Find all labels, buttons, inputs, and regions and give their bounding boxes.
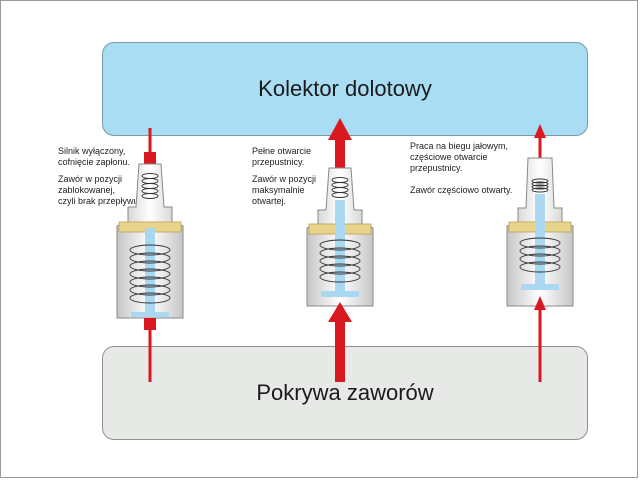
- valve-3-condition-text: Praca na biegu jałowym, częściowe otwarc…: [410, 141, 509, 173]
- valve-1-top-block: [144, 152, 156, 164]
- valve-1-closed: [116, 128, 184, 382]
- valve-2-bottom-arrow-head: [328, 302, 352, 322]
- valve-1-bottom-block: [144, 318, 156, 330]
- valve-2-bottom-arrow-shaft: [335, 320, 345, 382]
- valve-3-upper-spring: [531, 178, 549, 193]
- valve-3-plunger-base: [521, 284, 559, 290]
- valve-1-plunger: [145, 228, 155, 312]
- valve-2-plunger: [335, 200, 345, 292]
- valve-1-state-text: Zawór w pozycji zablokowanej, czyli brak…: [58, 174, 142, 206]
- valve-1-condition-text: Silnik wyłączony, cofnięcie zapłonu.: [58, 146, 131, 167]
- valve-2-up-arrow-head: [328, 118, 352, 140]
- valve-2-lower-spring: [319, 239, 361, 283]
- valve-3-plunger: [535, 194, 545, 286]
- valve-3-partial: [506, 124, 574, 382]
- valve-1-upper-spring: [141, 173, 159, 199]
- valve-1-plunger-base: [131, 312, 169, 317]
- valve-3-up-arrow-head: [534, 124, 546, 138]
- valve-2-open: [306, 118, 374, 382]
- valve-3-lower-spring: [519, 237, 561, 273]
- valve-2-state-text: Zawór w pozycji maksymalnie otwartej.: [252, 174, 317, 206]
- valve-2-up-arrow-shaft: [335, 138, 345, 168]
- valve-3-state-text: Zawór częściowo otwarty.: [410, 185, 513, 195]
- valve-cover-label: Pokrywa zaworów: [256, 380, 434, 405]
- valve-2-plunger-base: [321, 291, 359, 297]
- valve-1-lower-spring: [129, 244, 171, 304]
- valve-3-bottom-arrow-head: [534, 296, 546, 310]
- valve-2-condition-text: Pełne otwarcie przepustnicy.: [252, 146, 312, 167]
- intake-manifold-label: Kolektor dolotowy: [258, 76, 432, 101]
- valve-2-upper-spring: [331, 177, 349, 198]
